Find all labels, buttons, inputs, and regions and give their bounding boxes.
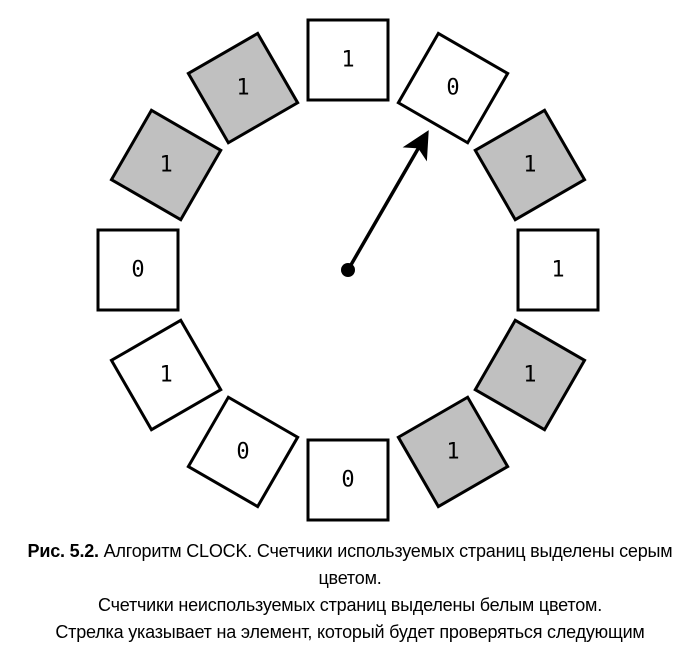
counter-cell-used: 1 (109, 108, 223, 222)
counter-cell-box (516, 228, 600, 312)
counter-cell-unused: 0 (396, 31, 510, 145)
clock-hand (341, 130, 429, 277)
counter-cell-value: 1 (523, 153, 536, 178)
counter-cell-value: 1 (159, 153, 172, 178)
figure-caption: Рис. 5.2. Алгоритм CLOCK. Счетчики испол… (0, 538, 700, 646)
counter-cell-box (473, 318, 587, 432)
counter-cell-unused: 0 (186, 395, 300, 509)
counter-cell-used: 1 (473, 318, 587, 432)
counter-cell-unused: 0 (306, 438, 390, 522)
counter-cell-value: 1 (551, 258, 564, 283)
counter-cell-box (396, 395, 510, 509)
counter-cell-value: 0 (446, 76, 459, 101)
counter-cell-unused: 1 (306, 18, 390, 102)
pointer-pivot (341, 263, 355, 277)
counter-cell-unused: 0 (96, 228, 180, 312)
caption-line-1: Рис. 5.2. Алгоритм CLOCK. Счетчики испол… (0, 538, 700, 592)
counter-cell-box (109, 318, 223, 432)
counter-cell-box (306, 438, 390, 522)
counter-cell-value: 1 (159, 363, 172, 388)
caption-line-3: Стрелка указывает на элемент, который бу… (55, 622, 645, 642)
counter-cell-box (96, 228, 180, 312)
counter-cell-box (306, 18, 390, 102)
pointer-arrow (346, 130, 429, 271)
caption-line-1-text: Алгоритм CLOCK. Счетчики используемых ст… (103, 541, 673, 588)
counter-cell-box (473, 108, 587, 222)
caption-line-2: Счетчики неиспользуемых страниц выделены… (97, 595, 603, 615)
counter-cell-value: 1 (523, 363, 536, 388)
counter-cell-used: 1 (186, 31, 300, 145)
counter-cell-value: 0 (341, 468, 354, 493)
counter-cell-value: 0 (236, 439, 249, 464)
clock-algorithm-diagram: 1 0 1 1 1 1 0 0 1 0 1 1 (96, 18, 600, 522)
counter-cell-used: 1 (473, 108, 587, 222)
counter-cell-box (186, 395, 300, 509)
counter-cell-box (186, 31, 300, 145)
counter-cell-unused: 1 (516, 228, 600, 312)
counter-cell-box (109, 108, 223, 222)
counter-cell-value: 1 (341, 48, 354, 73)
cells-ring: 1 0 1 1 1 1 0 0 1 0 1 1 (96, 18, 600, 522)
counter-cell-used: 1 (396, 395, 510, 509)
counter-cell-value: 0 (131, 258, 144, 283)
counter-cell-box (396, 31, 510, 145)
counter-cell-value: 1 (236, 76, 249, 101)
figure-label: Рис. 5.2. (27, 541, 100, 561)
counter-cell-unused: 1 (109, 318, 223, 432)
counter-cell-value: 1 (446, 439, 459, 464)
